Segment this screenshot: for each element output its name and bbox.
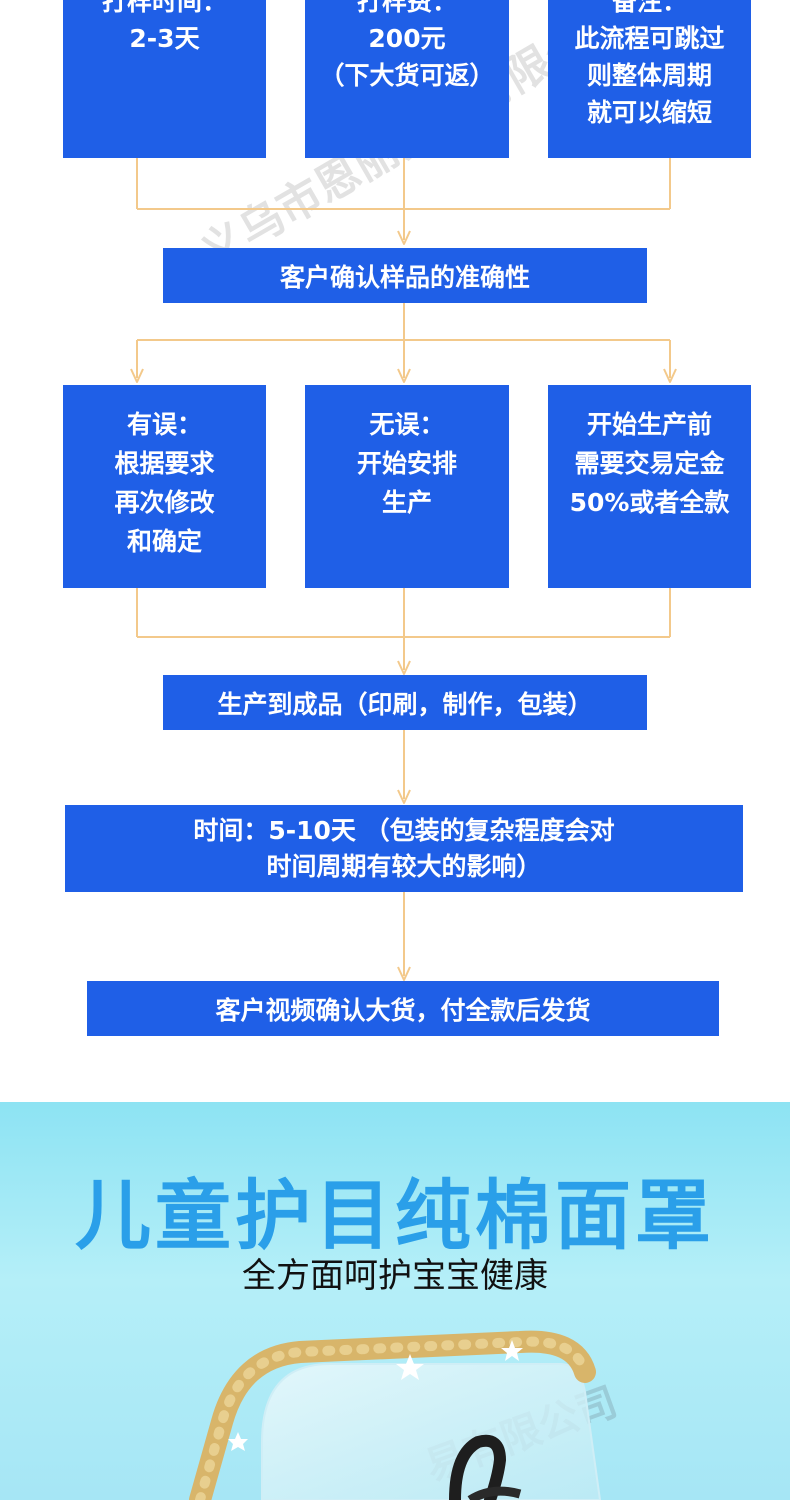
box-line: 就可以缩短 <box>586 98 712 127</box>
face-shield-image <box>189 1330 602 1500</box>
note-box: 备注： 此流程可跳过 则整体周期 就可以缩短 <box>548 0 751 158</box>
box-line: 开始安排 <box>356 449 457 478</box>
flow-connectors <box>130 158 677 981</box>
step-label: 客户视频确认大货，付全款后发货 <box>215 995 591 1025</box>
sample-fee-box: 打样费： 200元 （下大货可返） <box>305 0 509 158</box>
box-line: 根据要求 <box>114 449 215 478</box>
product-banner: 儿童护目纯棉面罩 全方面呵护宝宝健康 易有限公司 <box>0 1102 790 1500</box>
confirm-sample-step: 客户确认样品的准确性 <box>163 248 647 303</box>
box-line: 打样费： <box>356 0 457 16</box>
step-label: 时间：5-10天 （包装的复杂程度会对 <box>193 815 615 845</box>
box-line: 50%或者全款 <box>569 488 730 517</box>
box-line: 生产 <box>381 488 432 517</box>
box-line: 备注： <box>611 0 687 16</box>
production-time-step: 时间：5-10天 （包装的复杂程度会对 时间周期有较大的影响） <box>65 805 743 892</box>
box-line: 需要交易定金 <box>574 449 725 478</box>
error-box: 有误： 根据要求 再次修改 和确定 <box>63 385 266 588</box>
box-line: 无误： <box>369 410 445 439</box>
step-label: 生产到成品（印刷，制作，包装） <box>217 689 593 719</box>
no-error-box: 无误： 开始安排 生产 <box>305 385 509 588</box>
sample-time-box: 打样时间： 2-3天 <box>63 0 266 158</box>
deposit-box: 开始生产前 需要交易定金 50%或者全款 <box>548 385 751 588</box>
box-line: 则整体周期 <box>586 61 712 90</box>
step-label: 客户确认样品的准确性 <box>279 262 530 292</box>
box-line: 200元 <box>368 24 446 53</box>
production-step: 生产到成品（印刷，制作，包装） <box>163 675 647 730</box>
product-title: 儿童护目纯棉面罩 <box>75 1171 715 1260</box>
box-line: （下大货可返） <box>319 61 495 90</box>
box-line: 2-3天 <box>129 24 200 53</box>
step-label: 时间周期有较大的影响） <box>266 851 542 881</box>
box-line: 此流程可跳过 <box>574 24 725 53</box>
box-line: 和确定 <box>126 527 202 556</box>
box-line: 打样时间： <box>101 0 227 16</box>
box-line: 再次修改 <box>114 488 215 517</box>
product-subtitle: 全方面呵护宝宝健康 <box>242 1257 548 1295</box>
box-line: 有误： <box>126 410 202 439</box>
shipping-step: 客户视频确认大货，付全款后发货 <box>87 981 719 1036</box>
box-line: 开始生产前 <box>586 410 712 439</box>
